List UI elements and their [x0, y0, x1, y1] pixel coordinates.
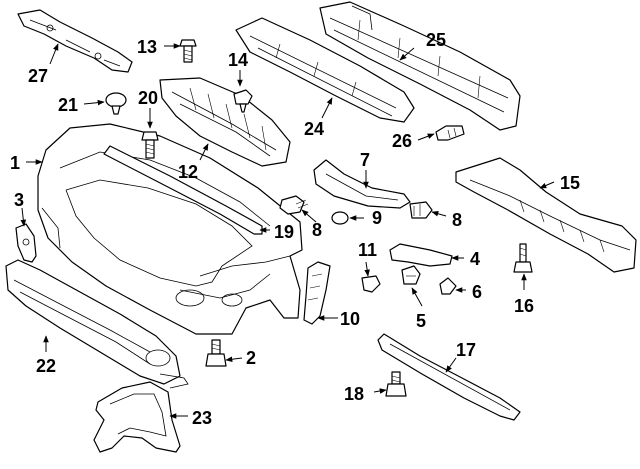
callout-19: 19	[274, 222, 294, 242]
callout-11: 11	[358, 240, 377, 260]
callout-7: 7	[360, 150, 370, 170]
bolt-8a	[279, 195, 309, 215]
callout-3: 3	[14, 190, 24, 210]
clip-9	[331, 211, 349, 225]
callout-22: 22	[36, 356, 56, 376]
callout-26: 26	[392, 131, 412, 151]
bolt-18	[385, 371, 407, 397]
callout-12: 12	[178, 162, 198, 182]
part-25-absorber	[319, 1, 521, 131]
callout-24: 24	[304, 119, 324, 139]
part-1-bumper-cover	[37, 123, 303, 335]
callout-17: 17	[456, 340, 476, 360]
part-22-lower-grille	[5, 259, 189, 389]
callout-8b: 8	[452, 210, 462, 230]
bolt-16	[513, 243, 533, 273]
bolt-20	[141, 131, 159, 159]
part-15-absorber	[455, 157, 637, 273]
callout-20: 20	[138, 88, 158, 108]
callout-18: 18	[344, 384, 364, 404]
part-4-bracket	[389, 243, 453, 267]
callout-1: 1	[10, 153, 20, 173]
bolt-13	[179, 39, 197, 63]
clip-11	[361, 275, 381, 293]
part-7-bracket	[313, 159, 411, 209]
callout-15: 15	[560, 173, 580, 193]
part-24-reinforcement	[235, 17, 415, 123]
part-23-fog-bezel	[93, 381, 181, 453]
bolt-26	[435, 125, 465, 141]
bolt-5	[401, 265, 421, 285]
part-12-grille-frame	[159, 77, 291, 167]
clip-14	[233, 89, 253, 113]
callout-2: 2	[246, 348, 256, 368]
bolt-6	[439, 277, 457, 295]
callout-labels: 27 13 14 21 20 12 24 25 26 1 3 7 15 8 9 …	[10, 30, 580, 428]
bolt-2	[205, 339, 227, 367]
part-3-bracket	[15, 223, 37, 263]
bolt-8b	[409, 201, 433, 219]
callout-5: 5	[416, 311, 426, 331]
callout-8a: 8	[312, 220, 322, 240]
part-27-bracket	[17, 9, 133, 73]
callout-27: 27	[28, 66, 48, 86]
callout-21: 21	[58, 95, 78, 115]
callout-23: 23	[192, 408, 212, 428]
part-10-bracket	[303, 261, 331, 325]
callout-16: 16	[514, 296, 534, 316]
callout-13: 13	[137, 37, 157, 57]
callout-4: 4	[470, 249, 480, 269]
part-17-lower-strip	[377, 333, 521, 421]
callout-10: 10	[340, 309, 360, 329]
callout-14: 14	[228, 50, 248, 70]
leader-lines	[20, 43, 555, 419]
callout-25: 25	[426, 30, 446, 50]
callout-9: 9	[372, 208, 382, 228]
clip-21	[105, 92, 127, 115]
callout-6: 6	[472, 282, 482, 302]
fasteners	[105, 39, 533, 397]
